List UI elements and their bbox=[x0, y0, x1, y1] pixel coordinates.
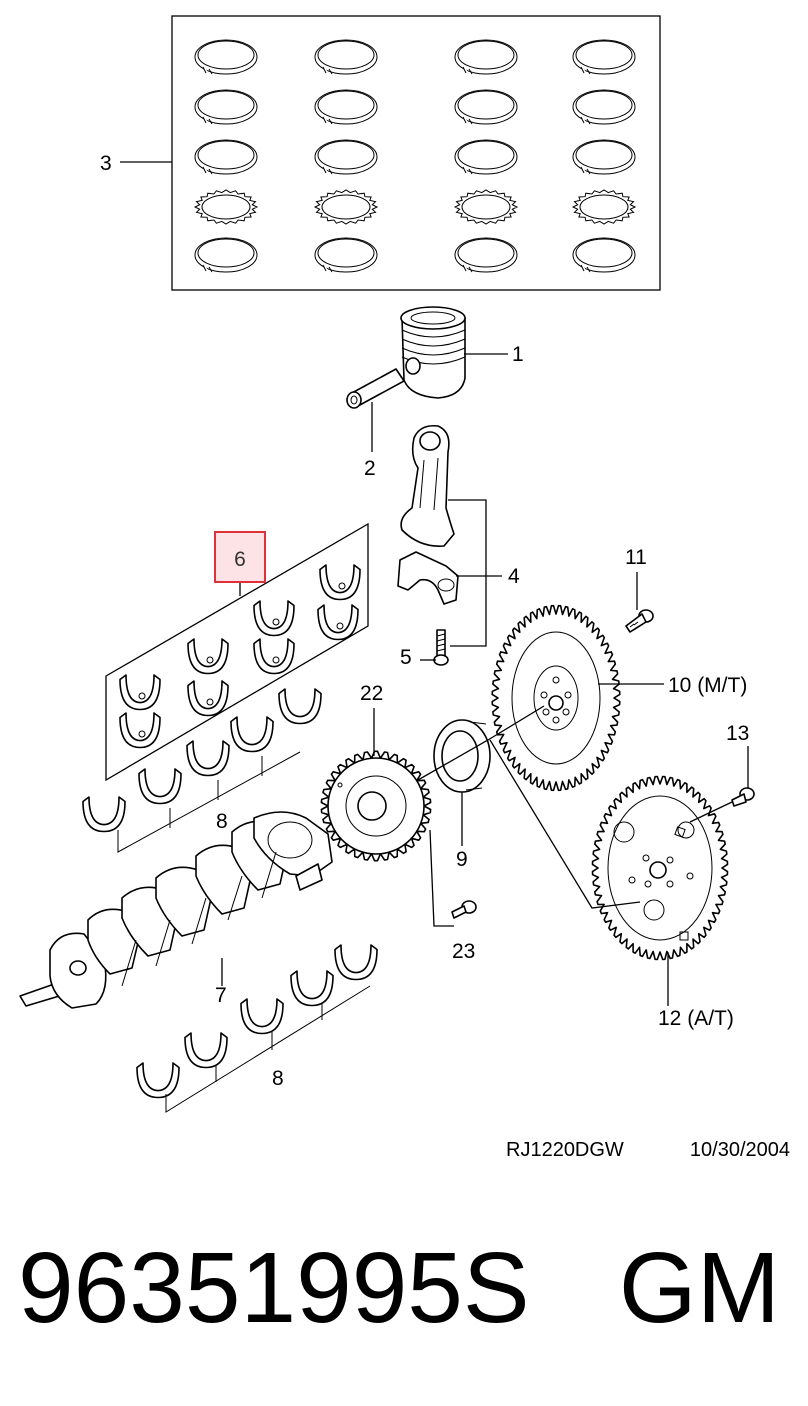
main-bearing-shell bbox=[82, 796, 126, 833]
piston-ring bbox=[454, 89, 518, 125]
main-bearing-lower-set bbox=[136, 944, 378, 1113]
brand-name: GM bbox=[619, 1232, 780, 1344]
piston-ring bbox=[453, 189, 519, 225]
main-bearing-shell bbox=[136, 1062, 180, 1099]
callout-22: 22 bbox=[360, 682, 383, 705]
main-bearing-shell bbox=[184, 1032, 228, 1069]
piston-ring bbox=[313, 189, 379, 225]
leader-lines bbox=[120, 161, 749, 1006]
ring-set-box bbox=[171, 15, 661, 291]
piston-ring bbox=[572, 139, 636, 175]
piston-pin bbox=[346, 368, 405, 409]
callout-6: 6 bbox=[234, 548, 246, 571]
drawing-date: 10/30/2004 bbox=[690, 1139, 790, 1161]
piston bbox=[400, 306, 466, 399]
callout-9: 9 bbox=[456, 848, 468, 871]
main-bearing-shell bbox=[230, 716, 274, 753]
piston-ring bbox=[454, 139, 518, 175]
part-number: 96351995S bbox=[18, 1232, 530, 1344]
callout-5: 5 bbox=[400, 646, 412, 669]
callout-8-lower: 8 bbox=[272, 1067, 284, 1090]
drawing-code: RJ1220DGW bbox=[506, 1139, 624, 1161]
connecting-rod bbox=[397, 424, 459, 605]
main-bearing-shell bbox=[138, 768, 182, 805]
callout-23: 23 bbox=[452, 940, 475, 963]
flywheel-bolt bbox=[625, 609, 654, 633]
piston-ring bbox=[314, 139, 378, 175]
rod-bearing-shell bbox=[317, 604, 359, 641]
flexplate-at bbox=[591, 775, 729, 961]
main-bearing-upper-set bbox=[82, 688, 322, 853]
piston-ring bbox=[454, 39, 518, 75]
piston-ring bbox=[454, 237, 518, 273]
crank-sprocket bbox=[320, 750, 432, 862]
callout-2: 2 bbox=[364, 457, 376, 480]
rod-bearing-shell bbox=[119, 712, 161, 749]
crankshaft bbox=[19, 811, 333, 1009]
main-bearing-shell bbox=[186, 740, 230, 777]
callout-10: 10 (M/T) bbox=[668, 674, 747, 697]
piston-ring bbox=[571, 189, 637, 225]
callout-8-upper: 8 bbox=[216, 810, 228, 833]
oil-seal bbox=[433, 719, 491, 793]
piston-ring bbox=[194, 89, 258, 125]
rod-bolt bbox=[433, 629, 449, 666]
callout-11: 11 bbox=[625, 546, 647, 569]
piston-ring bbox=[194, 39, 258, 75]
callout-1: 1 bbox=[512, 343, 524, 366]
callout-6-highlight[interactable] bbox=[214, 531, 266, 583]
piston-ring bbox=[572, 237, 636, 273]
callout-3: 3 bbox=[100, 152, 112, 175]
rod-bearing-shell bbox=[253, 638, 295, 675]
callout-13: 13 bbox=[726, 722, 749, 745]
callout-4: 4 bbox=[508, 565, 520, 588]
main-bearing-shell bbox=[290, 970, 334, 1007]
main-bearing-shell bbox=[240, 998, 284, 1035]
rod-bearing-shell bbox=[119, 674, 161, 711]
main-bearing-shell bbox=[334, 944, 378, 981]
piston-ring bbox=[193, 189, 259, 225]
sprocket-bolt bbox=[451, 900, 477, 919]
callout-7: 7 bbox=[215, 984, 227, 1007]
rod-bearing-shell bbox=[253, 600, 295, 637]
piston-ring bbox=[194, 237, 258, 273]
rod-bearing-shell bbox=[187, 638, 229, 675]
piston-ring-grid bbox=[193, 39, 637, 273]
piston-ring bbox=[572, 89, 636, 125]
rod-bearing-shell bbox=[187, 680, 229, 717]
callout-12: 12 (A/T) bbox=[658, 1007, 734, 1030]
piston-ring bbox=[314, 39, 378, 75]
piston-ring bbox=[194, 139, 258, 175]
bearing-set-box bbox=[105, 522, 369, 782]
piston-ring bbox=[572, 39, 636, 75]
rod-bearing-shell bbox=[319, 564, 361, 601]
flywheel-mt bbox=[491, 604, 621, 792]
flexplate-bolt bbox=[731, 787, 755, 807]
main-bearing-shell bbox=[278, 688, 322, 725]
piston-ring bbox=[314, 89, 378, 125]
piston-ring bbox=[314, 237, 378, 273]
rod-bearing-set bbox=[119, 564, 361, 749]
